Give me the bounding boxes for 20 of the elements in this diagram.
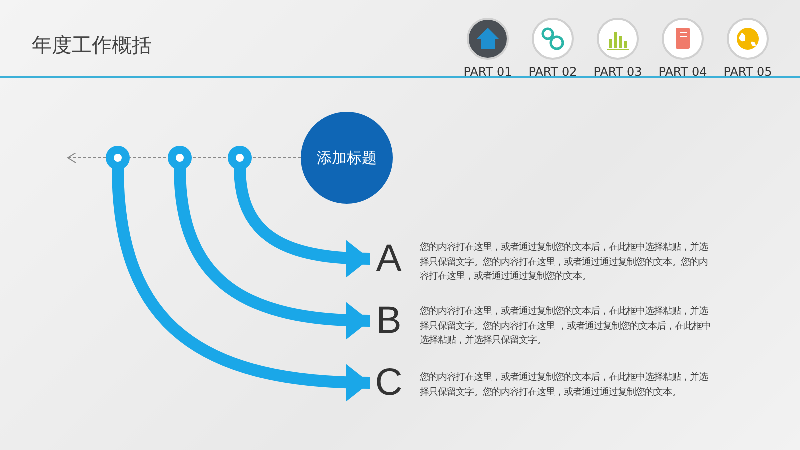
curved-arrow [112, 168, 370, 402]
description-text: 您的内容打在这里，或者通过复制您的文本后，在此框中选择粘贴，并选择只保留文字。您的内容打在这里，或者通过通过复制您的文本。 [420, 371, 710, 400]
part-label: PART 01 [462, 65, 514, 79]
section-letter: B [372, 300, 406, 342]
part-label: PART 03 [592, 65, 644, 79]
curved-arrow [174, 168, 370, 340]
description-text: 您的内容打在这里，或者通过复制您的文本后，在此框中选择粘贴，并选择只保留文字。您的内容打在这里，或者通过通过复制您的文本。您的内容打在这里，或者通过通过复制您的文本。 [420, 241, 710, 284]
connector-dot [106, 146, 130, 170]
section-letter: A [372, 238, 406, 280]
connector-dot [228, 146, 252, 170]
part-label: PART 04 [658, 65, 708, 79]
title-circle: 添加标题 [301, 112, 393, 204]
part-label: PART 05 [722, 65, 774, 79]
section-letter: C [372, 362, 406, 404]
part-label: PART 02 [528, 65, 578, 79]
dashed-arrow [68, 152, 302, 164]
description-text: 您的内容打在这里，或者通过复制您的文本后，在此框中选择粘贴，并选择只保留文字。您的内容打在这里 ，或者通过复制您的文本后，在此框中选择粘贴，并选择只保留文字。 [420, 305, 712, 348]
connector-dot [168, 146, 192, 170]
curved-arrow [234, 168, 370, 278]
slide-title: 年度工作概括 [32, 32, 152, 59]
